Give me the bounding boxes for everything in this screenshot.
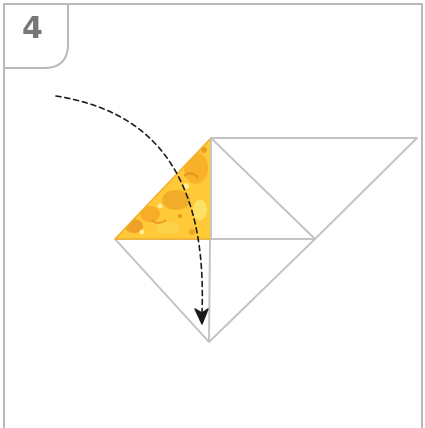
step-number-tab xyxy=(4,4,69,69)
paper-lower-face xyxy=(114,238,316,343)
fold-crease-diagonal xyxy=(210,137,316,240)
fold-arrow-head xyxy=(194,308,209,325)
step-number: 4 xyxy=(22,11,43,46)
origami-paper xyxy=(114,137,418,343)
paper-front-face xyxy=(210,137,418,240)
panel-frame xyxy=(3,3,423,428)
fold-arrow-icon xyxy=(55,95,209,325)
fold-arrow-path xyxy=(55,95,204,313)
